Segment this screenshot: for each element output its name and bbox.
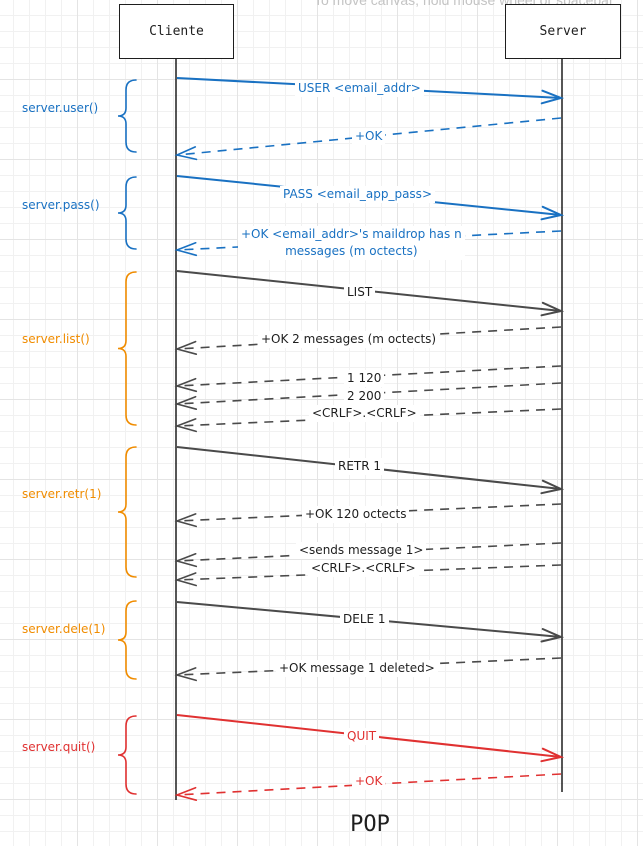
message-list: LIST bbox=[344, 284, 376, 301]
message-user: USER <email_addr> bbox=[295, 80, 424, 97]
message-quit-ok: +OK bbox=[352, 773, 386, 790]
diagram-title: POP bbox=[350, 812, 390, 837]
message-pass-ok: +OK <email_addr>'s maildrop has n messag… bbox=[238, 226, 465, 260]
group-brace-3 bbox=[117, 271, 137, 426]
message-user-ok: +OK bbox=[352, 128, 386, 145]
client-actor-label: Cliente bbox=[149, 24, 204, 39]
message-dele-ok: +OK message 1 deleted> bbox=[276, 660, 438, 677]
message-list-item-2: 2 200 bbox=[344, 388, 385, 405]
message-pass-ok-line2: messages (m octects) bbox=[285, 244, 418, 258]
message-pass-ok-line1: +OK <email_addr>'s maildrop has n bbox=[241, 227, 462, 241]
canvas-hint: To move canvas, hold mouse wheel or spac… bbox=[314, 0, 614, 8]
message-dele: DELE 1 bbox=[340, 611, 389, 628]
message-pass: PASS <email_app_pass> bbox=[280, 186, 435, 203]
server-actor-box: Server bbox=[505, 4, 621, 59]
message-retr-end: <CRLF>.<CRLF> bbox=[308, 560, 419, 577]
message-quit: QUIT bbox=[344, 728, 380, 745]
group-brace-6 bbox=[117, 715, 137, 795]
client-actor-box: Cliente bbox=[119, 4, 234, 59]
group-brace-5 bbox=[117, 600, 137, 680]
group-label-quit: server.quit() bbox=[22, 740, 96, 754]
group-label-list: server.list() bbox=[22, 332, 90, 346]
group-label-retr: server.retr(1) bbox=[22, 487, 102, 501]
message-list-ok: +OK 2 messages (m octects) bbox=[258, 331, 440, 348]
group-label-user: server.user() bbox=[22, 101, 99, 115]
group-label-dele: server.dele(1) bbox=[22, 622, 106, 636]
message-list-end: <CRLF>.<CRLF> bbox=[309, 405, 420, 422]
group-label-pass: server.pass() bbox=[22, 198, 100, 212]
group-brace-1 bbox=[117, 79, 137, 153]
message-retr-body: <sends message 1> bbox=[296, 542, 427, 559]
message-retr: RETR 1 bbox=[335, 458, 385, 475]
server-actor-label: Server bbox=[539, 24, 587, 39]
message-list-item-1: 1 120 bbox=[344, 370, 385, 387]
message-retr-ok: +OK 120 octects bbox=[302, 506, 410, 523]
group-brace-2 bbox=[117, 176, 137, 250]
group-brace-4 bbox=[117, 446, 137, 578]
